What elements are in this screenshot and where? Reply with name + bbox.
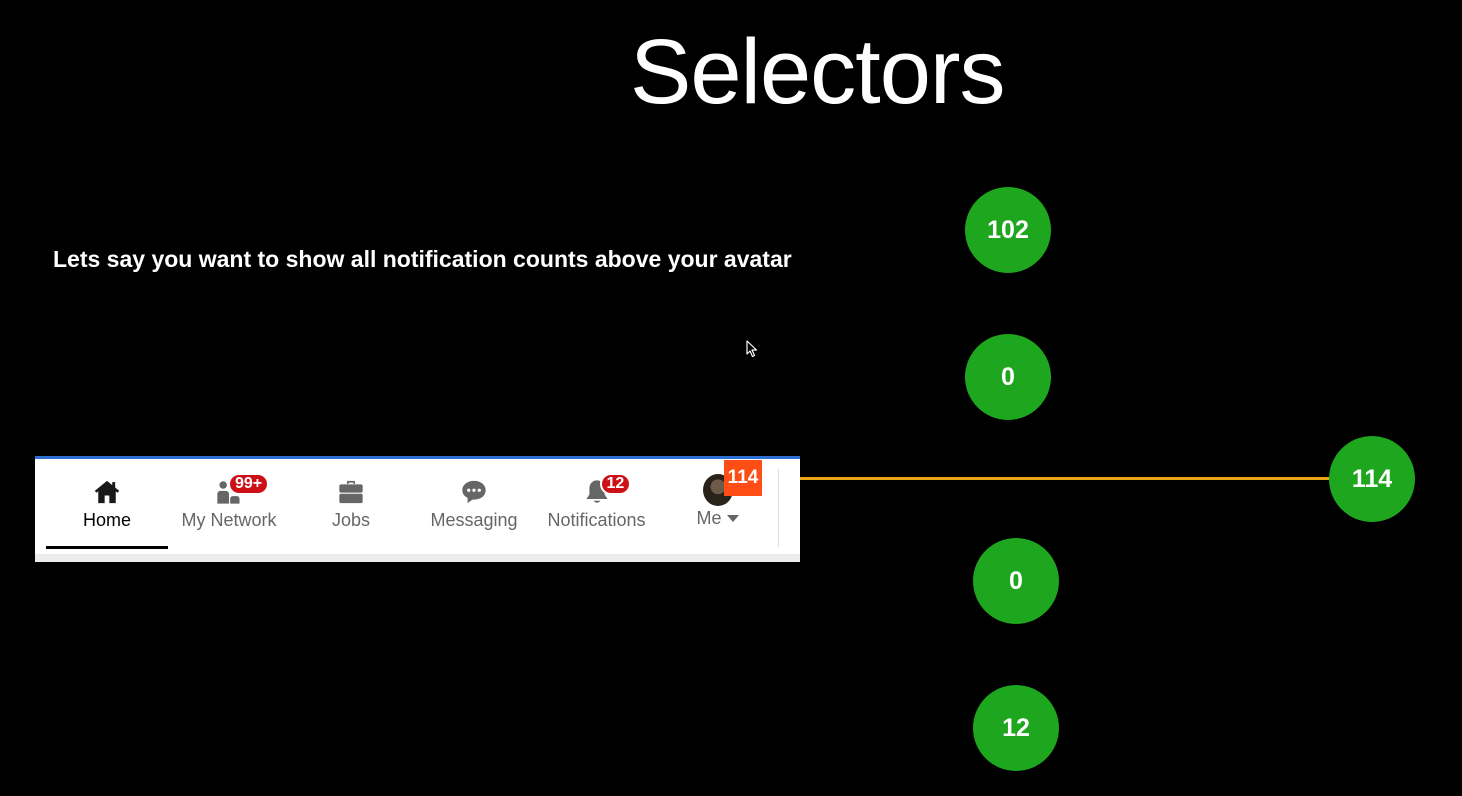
network-icon: 99+ — [214, 473, 270, 507]
nav-divider — [778, 469, 779, 547]
network-badge: 99+ — [228, 473, 270, 495]
chat-icon — [459, 477, 489, 507]
mouse-cursor-icon — [746, 340, 758, 358]
nav-item-home[interactable]: Home — [46, 477, 168, 549]
active-tab-underline — [46, 546, 168, 549]
nav-item-notifications[interactable]: 12 Notifications — [539, 473, 654, 545]
bell-icon: 12 — [582, 473, 632, 507]
me-text: Me — [696, 508, 722, 528]
nav-bottom-strip — [35, 554, 800, 562]
nav-label-notifications: Notifications — [547, 510, 646, 530]
briefcase-icon — [336, 477, 366, 507]
nav-label-home: Home — [82, 510, 131, 530]
home-icon — [92, 477, 122, 507]
total-count-badge: 114 — [724, 460, 762, 496]
count-circle-0-bottom: 0 — [973, 538, 1059, 624]
slide-subtitle: Lets say you want to show all notificati… — [53, 246, 792, 272]
caret-down-icon — [726, 515, 739, 522]
top-nav-bar: Home 99+ My Network Jobs — [35, 456, 800, 562]
nav-label-messaging: Messaging — [430, 510, 518, 530]
connector-line — [760, 477, 1332, 480]
nav-label-me: Me — [696, 508, 739, 529]
count-circle-12: 12 — [973, 685, 1059, 771]
nav-item-jobs[interactable]: Jobs — [311, 477, 391, 545]
count-circle-0-top: 0 — [965, 334, 1051, 420]
nav-item-my-network[interactable]: 99+ My Network — [173, 473, 285, 545]
nav-item-messaging[interactable]: Messaging — [424, 477, 524, 545]
nav-label-my-network: My Network — [181, 510, 277, 530]
nav-label-jobs: Jobs — [331, 510, 371, 530]
notifications-badge: 12 — [599, 473, 632, 495]
count-circle-102: 102 — [965, 187, 1051, 273]
count-circle-114: 114 — [1329, 436, 1415, 522]
slide-title: Selectors — [630, 21, 1005, 123]
